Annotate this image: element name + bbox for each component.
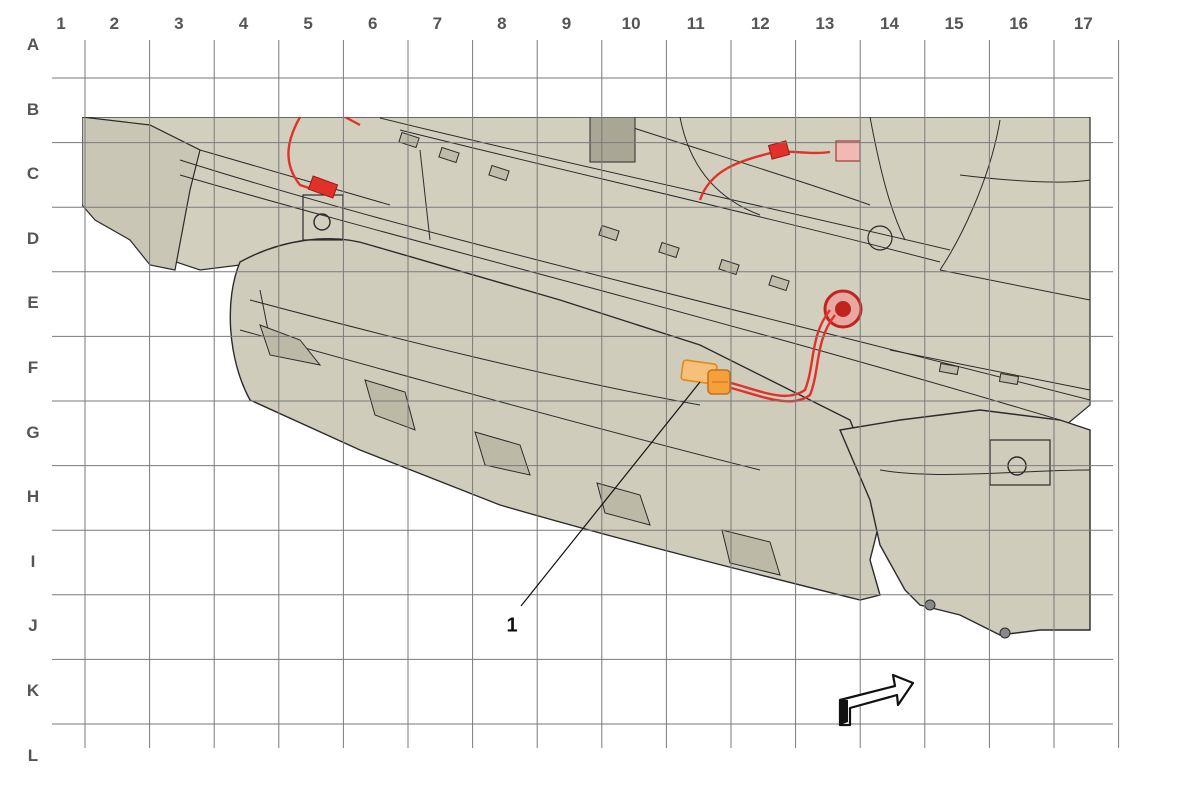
grid-column-label: 4 — [238, 14, 249, 33]
beam-mounting-slots — [398, 131, 1020, 386]
grid-column-label: 9 — [561, 14, 572, 33]
connector — [680, 359, 731, 395]
grid-row-label: L — [27, 745, 39, 765]
grid-column-label: 12 — [750, 14, 770, 33]
grid-column-label: 5 — [303, 14, 313, 33]
grid-row-label: H — [26, 487, 40, 507]
grid-row-label: D — [26, 228, 40, 248]
body-detail-lines — [179, 117, 1091, 475]
grid-row-label: G — [26, 422, 40, 442]
diffuser-vents — [259, 324, 781, 576]
grid-row-label: K — [26, 681, 40, 700]
grid-column-label: 10 — [621, 14, 641, 33]
harness-connectors-red — [307, 140, 861, 199]
reference-grid — [52, 40, 1120, 748]
grid-column-label: 3 — [174, 14, 184, 33]
grid-column-label: 11 — [686, 14, 705, 33]
grid-row-label: A — [26, 35, 40, 54]
left-bumper-end — [82, 117, 201, 271]
grid-column-label: 1 — [56, 14, 66, 33]
grid-column-label: 17 — [1073, 14, 1093, 33]
view-direction-arrow-icon — [838, 673, 915, 727]
vehicle-rear-illustration — [82, 117, 1091, 639]
grid-row-label: E — [27, 293, 39, 313]
right-bumper-corner — [839, 409, 1091, 636]
grid-column-label: 16 — [1009, 14, 1029, 33]
grid-column-label: 2 — [109, 14, 120, 33]
grid-column-label: 7 — [432, 14, 443, 33]
grid-row-label: B — [26, 99, 40, 119]
grid-column-label: 14 — [880, 14, 899, 33]
grid-row-label: F — [27, 358, 39, 377]
vent-grille — [589, 117, 636, 163]
callout-leader-line — [520, 381, 701, 607]
callout-label-1: 1 — [506, 614, 518, 637]
grid-column-label: 13 — [815, 14, 835, 33]
grid-row-label: C — [26, 164, 40, 184]
grid-column-label: 15 — [944, 14, 964, 33]
grid-column-label: 6 — [367, 14, 378, 33]
grid-column-label: 8 — [497, 14, 507, 33]
grid-row-label: J — [28, 616, 38, 636]
left-mount-hole — [313, 213, 331, 231]
grid-row-label: I — [30, 551, 36, 571]
